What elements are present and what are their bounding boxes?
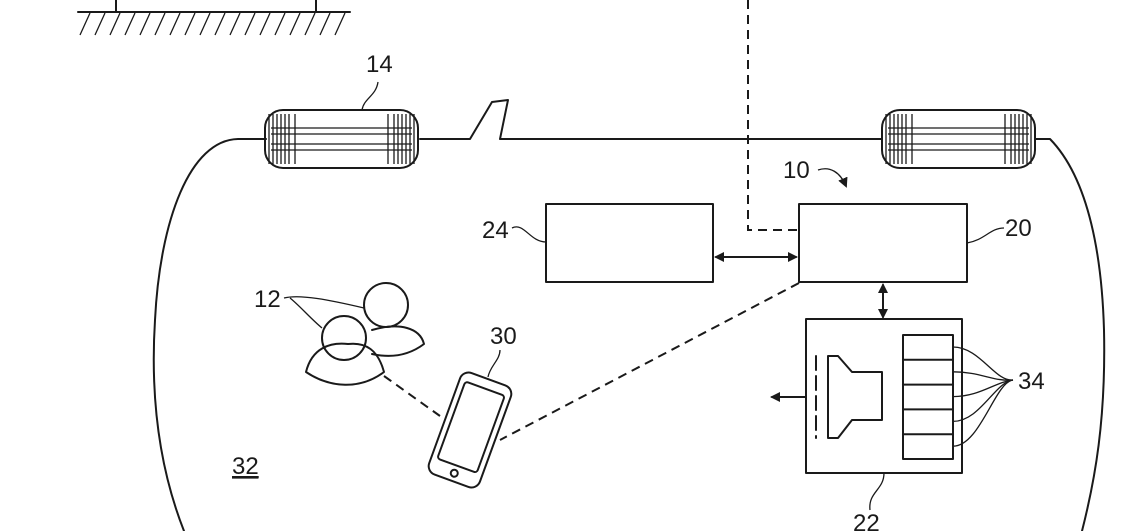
leader-20 [966,227,1005,244]
hatch-line [124,12,136,36]
hatch-line [154,12,166,36]
ground-hatching [79,12,346,36]
occupants-icon [305,282,425,386]
hatch-line [289,12,301,36]
home-button-icon [449,468,459,478]
hatch-line [229,12,241,36]
label-10: 10 [783,157,810,184]
tire-left [264,109,419,169]
label-24: 24 [482,217,509,244]
hatch-line [199,12,211,36]
link-occupants-phone [383,375,441,417]
hatch-line [139,12,151,36]
label-12: 12 [254,286,281,313]
ground-structure [77,0,351,36]
label-14: 14 [366,51,393,78]
label-34: 34 [1018,368,1045,395]
hatch-line [304,12,316,36]
label-32: 32 [232,453,259,480]
label-20: 20 [1005,215,1032,242]
leader-22 [869,472,885,511]
arrow-10 [817,168,848,188]
label-22: 22 [853,510,880,531]
tire-right [881,109,1036,169]
external-link-dashed [747,0,798,231]
hatch-line [79,12,91,36]
hatch-line [334,12,346,36]
mobile-device-30 [427,371,513,489]
hatch-line [184,12,196,36]
leader-30 [487,349,501,378]
hatch-line [214,12,226,36]
leader-24 [511,226,547,243]
controller-20-box [798,203,968,283]
speaker-array [902,334,954,460]
hatch-line [169,12,181,36]
hatch-line [319,12,331,36]
leader-14 [361,81,379,111]
label-30: 30 [490,323,517,350]
audio-unit-22 [770,318,963,474]
hatch-line [274,12,286,36]
module-24-box [545,203,714,283]
leader-34-line [952,379,1014,447]
wireless-link-controller-phone [499,282,800,441]
vehicle-body-outline [152,99,1106,531]
leaders-34 [952,346,1014,447]
leader-12 [283,296,365,329]
hatch-line [259,12,271,36]
hatch-line [94,12,106,36]
speaker-icon [827,355,883,439]
hatch-line [244,12,256,36]
hatch-line [109,12,121,36]
